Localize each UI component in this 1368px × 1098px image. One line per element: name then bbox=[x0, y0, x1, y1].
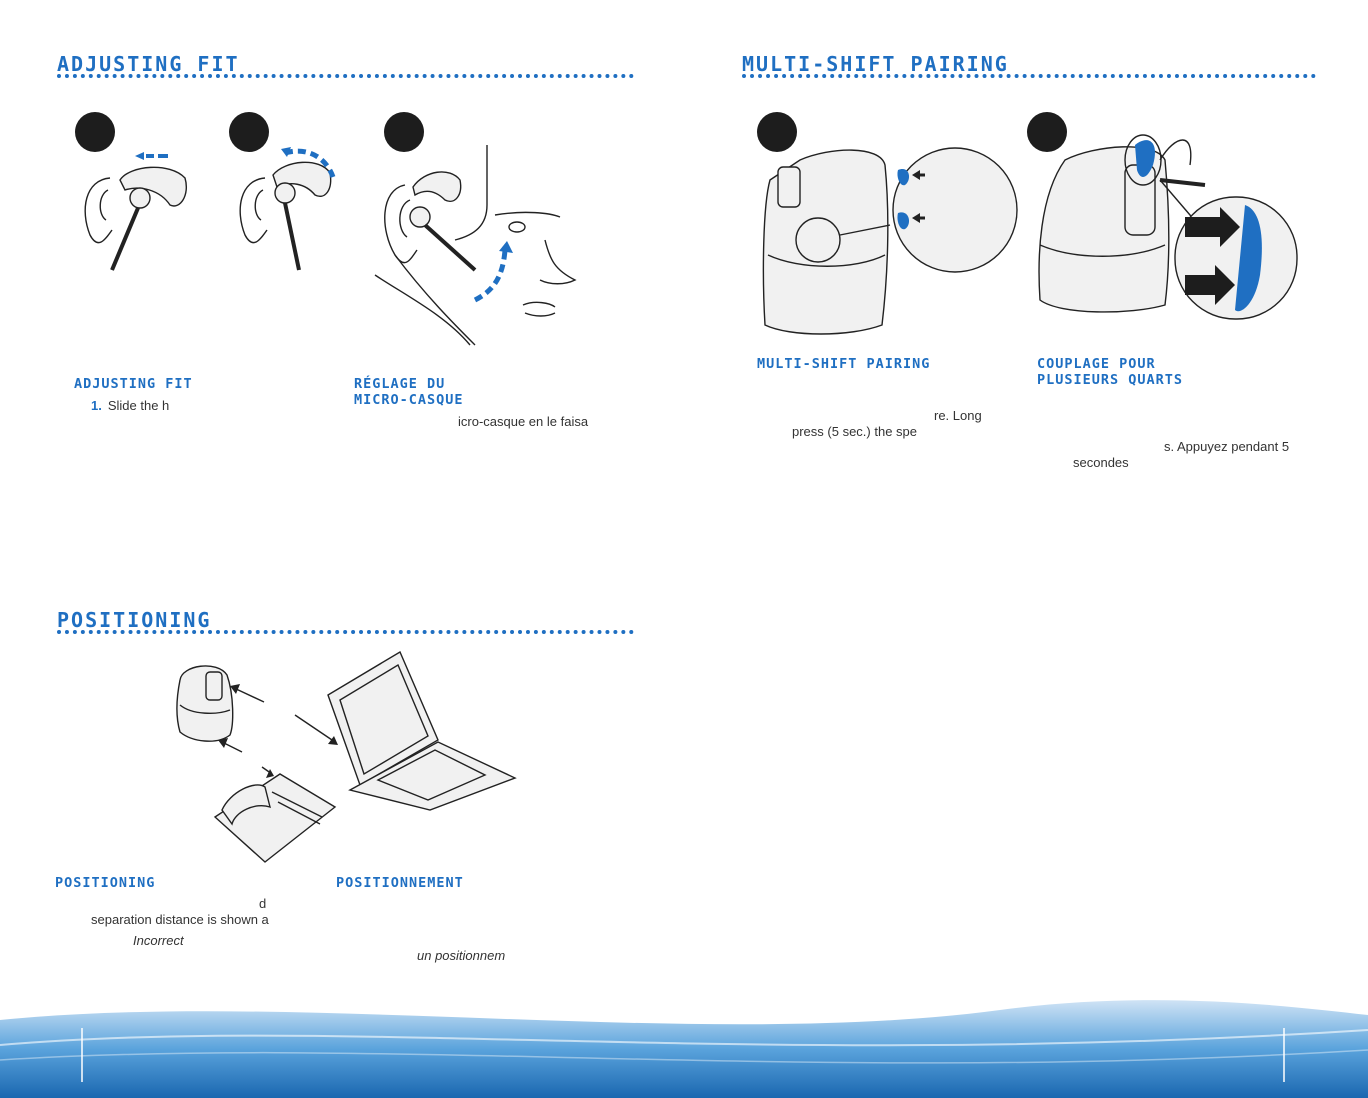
step-text: Slide the h bbox=[107, 398, 170, 413]
multi-shift-subheading-en: MULTI-SHIFT PAIRING bbox=[757, 356, 931, 372]
positioning-fr-text: un positionnem bbox=[417, 948, 506, 963]
positioning-subheading-fr: POSITIONNEMENT bbox=[336, 875, 464, 891]
step-number: 1. bbox=[91, 398, 102, 413]
multi-shift-pairing-heading: MULTI-SHIFT PAIRING bbox=[742, 52, 1009, 76]
positioning-heading: POSITIONING bbox=[57, 608, 212, 632]
base-unit-illustration bbox=[176, 665, 265, 753]
multi-shift-en-text-2: press (5 sec.) the spe bbox=[792, 424, 917, 439]
adjust-fit-illustration-1 bbox=[84, 152, 187, 271]
adjust-fit-illustration-2 bbox=[239, 147, 336, 271]
multi-shift-fr-text-1: s. Appuyez pendant 5 bbox=[1164, 439, 1290, 454]
adjusting-fit-step-1: 1. Slide the h bbox=[91, 398, 169, 413]
step-2-marker bbox=[1027, 112, 1067, 152]
adjusting-fit-fr-text: icro-casque en le faisa bbox=[458, 414, 589, 429]
laptop-illustration bbox=[294, 650, 517, 811]
heading-divider bbox=[57, 630, 634, 634]
positioning-subheading-en: POSITIONING bbox=[55, 875, 156, 891]
pairing-base-illustration-2 bbox=[1038, 134, 1298, 320]
multi-shift-subheading-fr-1: COUPLAGE POUR bbox=[1037, 356, 1156, 372]
step-1-marker bbox=[757, 112, 797, 152]
heading-divider bbox=[57, 74, 634, 78]
multi-shift-subheading-fr-2: PLUSIEURS QUARTS bbox=[1037, 372, 1184, 388]
adjusting-fit-subheading-en: ADJUSTING FIT bbox=[74, 376, 193, 392]
adjusting-fit-subheading-fr-2: MICRO-CASQUE bbox=[354, 392, 464, 408]
positioning-text-fragment: d bbox=[259, 896, 267, 911]
adjusting-fit-subheading-fr-1: RÉGLAGE DU bbox=[354, 376, 446, 392]
footer-wave-band bbox=[0, 1000, 1368, 1098]
pairing-base-illustration-1 bbox=[762, 147, 1018, 335]
adjust-fit-illustration-3 bbox=[374, 145, 577, 346]
step-2-marker bbox=[229, 112, 269, 152]
positioning-separation-text: separation distance is shown a bbox=[91, 912, 269, 927]
multi-shift-fr-text-2: secondes bbox=[1073, 455, 1129, 470]
step-1-marker bbox=[75, 112, 115, 152]
step-3-marker bbox=[384, 112, 424, 152]
adjusting-fit-heading: ADJUSTING FIT bbox=[57, 52, 240, 76]
positioning-incorrect-label: Incorrect bbox=[133, 933, 184, 948]
multi-shift-en-text-1: re. Long bbox=[934, 408, 982, 423]
heading-divider bbox=[742, 74, 1316, 78]
desk-phone-illustration bbox=[213, 766, 337, 863]
